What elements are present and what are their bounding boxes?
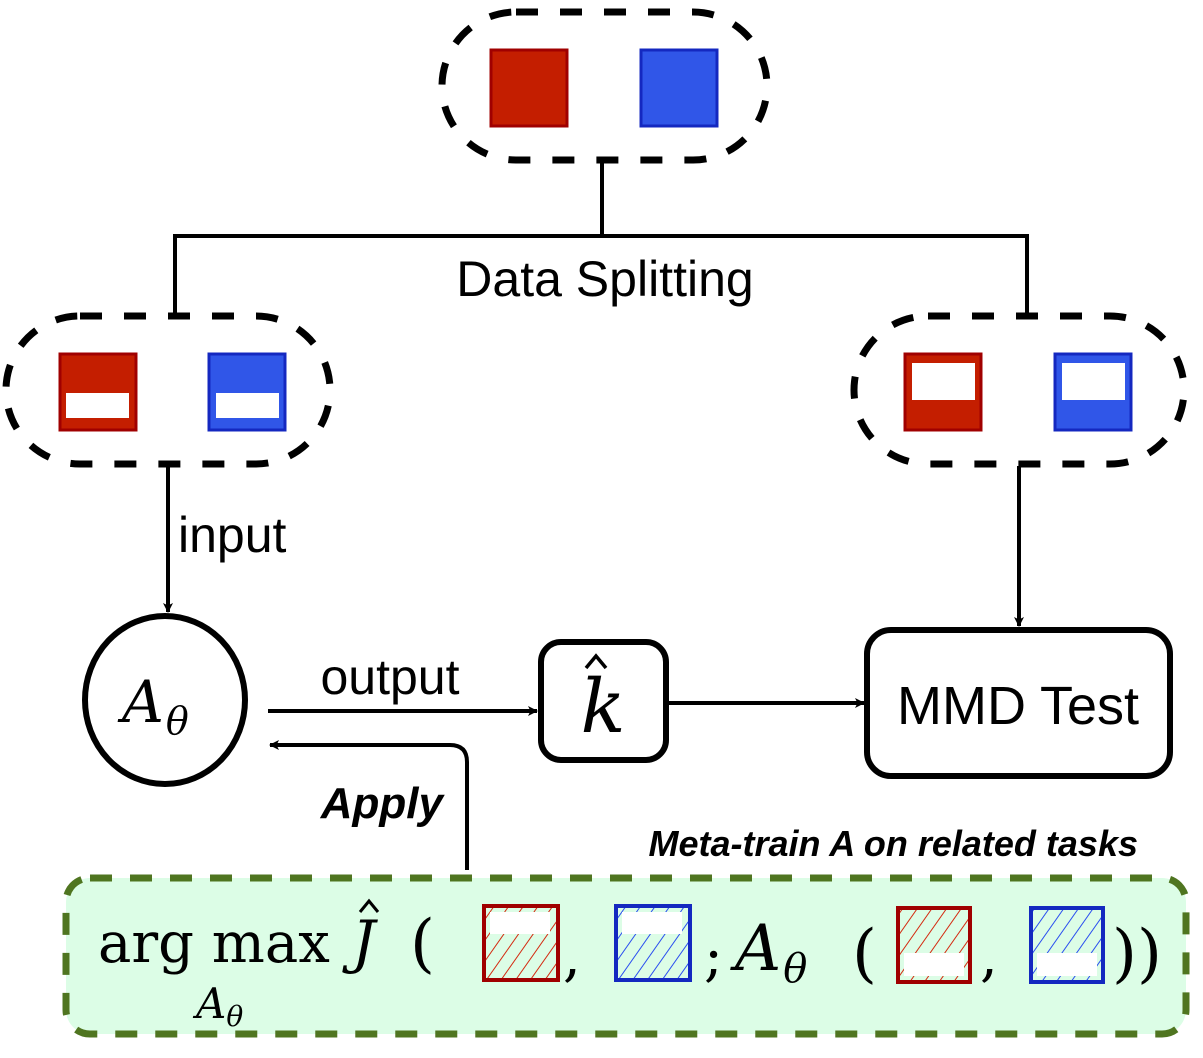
algorithm-node[interactable]: Aθ — [82, 613, 248, 787]
kernel-node-label: k — [581, 664, 626, 750]
test-split-group — [850, 312, 1188, 468]
objective-test-red-mask — [904, 953, 964, 976]
semicolon: ; — [704, 924, 723, 989]
mmd-test-box[interactable] — [864, 627, 1173, 779]
kernel-node[interactable]: k — [538, 639, 669, 763]
mmd-test-node[interactable]: MMD Test — [864, 627, 1173, 779]
train-red-sample — [58, 352, 138, 432]
test-red-mask — [912, 363, 975, 400]
kernel-hat-accent — [584, 653, 608, 670]
algorithm-node-circle[interactable] — [82, 613, 248, 787]
split-connector — [173, 160, 1029, 318]
full-data-dashed-outline — [438, 8, 771, 164]
objective-train-red-mask — [490, 912, 550, 934]
mmd-test-label: MMD Test — [897, 676, 1139, 736]
comma-2: , — [980, 924, 998, 989]
objective-test-blue-mask — [1037, 953, 1097, 976]
train-blue-sample — [207, 352, 287, 432]
meta-train-label: Meta-train A on related tasks — [649, 823, 1138, 864]
test-split-dashed-outline — [850, 312, 1188, 468]
objective-train-blue-mask — [622, 912, 682, 934]
apply-label: Apply — [320, 779, 446, 828]
algorithm-node-label: Aθ — [117, 668, 189, 743]
split-bracket-line — [173, 234, 1029, 318]
j-hat-accent — [358, 898, 380, 913]
full-blue-sample — [639, 48, 719, 128]
objective-box: arg max Aθ J ( , ; Aθ ( , )) — [62, 874, 1190, 1038]
train-blue-mask — [216, 393, 279, 418]
comma-1: , — [563, 924, 581, 989]
close-parens: )) — [1112, 917, 1162, 991]
open-paren-1: ( — [410, 907, 435, 981]
kernel-node-box[interactable] — [538, 639, 669, 763]
apply-arrow — [269, 740, 469, 870]
input-label: input — [178, 507, 287, 563]
train-split-dashed-outline — [2, 312, 334, 468]
argmax-operator: arg max — [98, 911, 330, 976]
output-label: output — [320, 649, 459, 705]
full-data-group — [438, 8, 771, 164]
inner-function-a: Aθ — [730, 912, 807, 992]
argmax-subscript: Aθ — [192, 979, 243, 1033]
full-red-sample — [489, 48, 569, 128]
test-blue-mask — [1062, 363, 1125, 400]
data-splitting-label: Data Splitting — [456, 251, 753, 307]
train-red-mask — [66, 393, 129, 418]
open-paren-2: ( — [852, 917, 877, 991]
train-split-group — [2, 312, 334, 468]
